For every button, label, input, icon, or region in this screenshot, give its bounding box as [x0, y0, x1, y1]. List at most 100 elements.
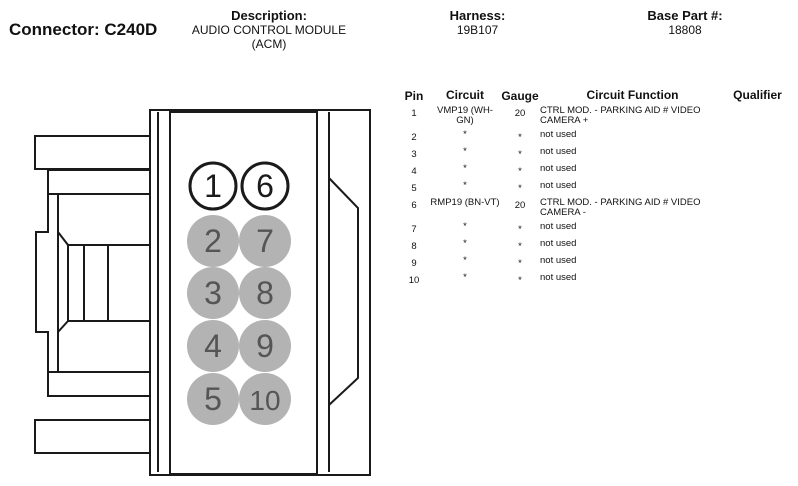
pin-circle-unused	[239, 267, 291, 319]
pin-cell: 7	[411, 224, 417, 235]
connector-housing	[34, 109, 371, 476]
table-row: 8 * * not used	[398, 239, 790, 256]
lever-bottom-arm	[34, 419, 151, 454]
header-pin: Pin	[404, 89, 424, 103]
harness-value: 19B107	[456, 23, 499, 37]
pin-circle-unused	[187, 373, 239, 425]
pin-cell: 6	[411, 200, 417, 211]
qualifier-cell	[725, 106, 790, 130]
pin-9: 9	[239, 320, 291, 372]
function-cell: not used	[540, 238, 577, 249]
qualifier-cell	[725, 222, 790, 239]
pin-5: 5	[187, 373, 239, 425]
gauge-cell: *	[518, 166, 522, 177]
lever-side	[35, 194, 49, 372]
header-qualifier: Qualifier	[733, 87, 782, 102]
gauge-cell: 20	[514, 108, 526, 119]
lever-upper-bar	[47, 169, 151, 195]
pin-label: 1	[204, 168, 222, 204]
circuit-cell: *	[463, 238, 467, 249]
pin-label: 2	[204, 223, 222, 259]
circuit-cell: VMP19 (WH-GN)	[437, 105, 493, 126]
connector-title: Connector: C240D	[9, 20, 158, 39]
header-circuit: Circuit	[445, 87, 484, 102]
pin-label: 3	[204, 275, 222, 311]
pin-3: 3	[187, 267, 239, 319]
description-block: Description: AUDIO CONTROL MODULE (ACM)	[178, 8, 360, 51]
pin-10: 10	[239, 373, 291, 425]
circuit-cell: *	[463, 163, 467, 174]
gauge-cell: *	[518, 183, 522, 194]
pin-circle-active	[240, 161, 290, 211]
circuit-cell: *	[463, 180, 467, 191]
harness-label: Harness:	[449, 8, 506, 23]
pin-label: 6	[256, 168, 274, 204]
qualifier-cell	[725, 130, 790, 147]
pin-table: Pin Circuit Gauge Circuit Function Quali…	[398, 86, 790, 290]
gauge-cell: *	[518, 224, 522, 235]
pin-cell: 5	[411, 183, 417, 194]
pin-circle-unused	[239, 320, 291, 372]
pin-1: 1	[188, 161, 238, 211]
table-row: 2 * * not used	[398, 130, 790, 147]
pin-label: 8	[256, 275, 274, 311]
pin-6: 6	[240, 161, 290, 211]
function-cell: not used	[540, 163, 577, 174]
table-row: 7 * * not used	[398, 222, 790, 239]
gauge-cell: 20	[514, 200, 526, 211]
pin-label: 9	[256, 328, 274, 364]
gauge-cell: *	[518, 132, 522, 143]
pin-circle-unused	[239, 373, 291, 425]
lever-top-arm	[34, 135, 151, 170]
pin-cell: 10	[408, 275, 420, 286]
pin-table-header-row: Pin Circuit Gauge Circuit Function Quali…	[398, 86, 790, 106]
table-row: 4 * * not used	[398, 164, 790, 181]
pin-label: 5	[204, 381, 222, 417]
pin-cell: 9	[411, 258, 417, 269]
pin-circle-unused	[239, 215, 291, 267]
function-cell: not used	[540, 180, 577, 191]
function-cell: not used	[540, 221, 577, 232]
table-row: 3 * * not used	[398, 147, 790, 164]
base-part-label: Base Part #:	[647, 8, 723, 23]
pin-4: 4	[187, 320, 239, 372]
pin-2: 2	[187, 215, 239, 267]
pin-cavity-panel	[169, 111, 318, 475]
gauge-cell: *	[518, 149, 522, 160]
function-cell: not used	[540, 146, 577, 157]
pin-cell: 3	[411, 149, 417, 160]
qualifier-cell	[725, 273, 790, 290]
circuit-cell: *	[463, 129, 467, 140]
function-cell: CTRL MOD. - PARKING AID # VIDEO CAMERA +	[540, 105, 701, 126]
function-cell: not used	[540, 129, 577, 140]
header-gauge: Gauge	[501, 89, 539, 103]
housing-right-latch	[328, 177, 359, 406]
pin-cell: 8	[411, 241, 417, 252]
gauge-cell: *	[518, 275, 522, 286]
circuit-cell: *	[463, 146, 467, 157]
base-part-block: Base Part #: 18808	[630, 8, 740, 37]
pin-label: 4	[204, 328, 222, 364]
circuit-cell: RMP19 (BN-VT)	[430, 197, 500, 208]
circuit-cell: *	[463, 255, 467, 266]
pin-circle-unused	[187, 320, 239, 372]
gauge-cell: *	[518, 241, 522, 252]
circuit-cell: *	[463, 221, 467, 232]
table-row: 10**not used	[398, 273, 790, 290]
pin-cell: 4	[411, 166, 417, 177]
function-cell: not used	[540, 272, 577, 283]
pin-label: 7	[256, 223, 274, 259]
pin-circle-unused	[187, 267, 239, 319]
pin-7: 7	[239, 215, 291, 267]
gauge-cell: *	[518, 258, 522, 269]
pin-8: 8	[239, 267, 291, 319]
qualifier-cell	[725, 181, 790, 198]
pin-cell: 2	[411, 132, 417, 143]
pin-circle-unused	[187, 215, 239, 267]
base-part-value: 18808	[668, 23, 702, 37]
pin-label: 10	[249, 385, 280, 416]
harness-block: Harness: 19B107	[430, 8, 525, 37]
